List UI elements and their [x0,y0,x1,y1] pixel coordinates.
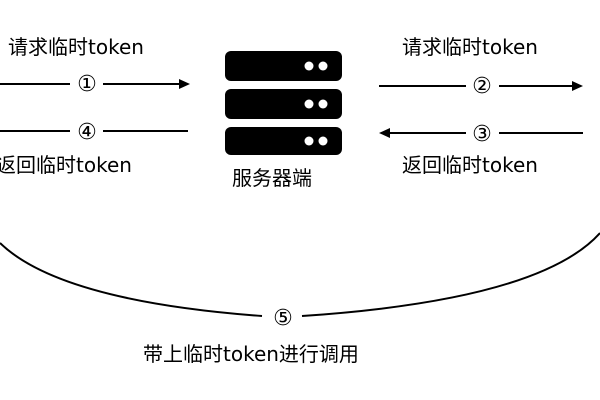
bottom-call-label: 带上临时token进行调用 [143,342,359,366]
arrow-step-5: ⑤ [0,232,600,331]
server-unit-bottom [225,127,342,155]
server-unit-middle [225,89,342,119]
step-marker-5: ⑤ [273,306,293,331]
step-marker-4: ④ [77,120,97,145]
step-marker-2: ② [472,74,492,99]
left-return-label: 返回临时token [0,153,132,177]
arrowhead-left-icon [379,128,390,138]
server-label: 服务器端 [232,166,312,190]
left-request-label: 请求临时token [8,35,144,59]
server-led [304,61,314,71]
step-marker-3: ③ [472,122,492,147]
arrowhead-right-icon [572,81,583,91]
arrow-step-3: ③ [379,122,583,147]
server-led [318,136,328,146]
server-led [304,99,314,109]
arrow-step-1: ① [0,72,190,97]
arrow-step-4: ④ [0,120,188,145]
server-unit-top [225,51,342,81]
server-led [318,61,328,71]
arrowhead-right-icon [179,79,190,89]
right-request-label: 请求临时token [402,35,538,59]
arrow-step-2: ② [379,74,583,99]
step-marker-1: ① [77,72,97,97]
server-led [318,99,328,109]
server-led [304,136,314,146]
right-return-label: 返回临时token [402,153,538,177]
server-icon [225,51,342,155]
